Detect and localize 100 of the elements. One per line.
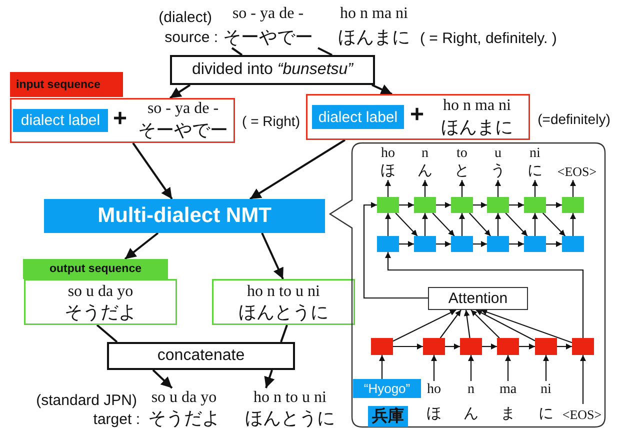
romaji-text: so - ya de - [231, 4, 305, 24]
token-kana: ほ [380, 163, 396, 180]
romaji-text: so u da yo [150, 388, 218, 407]
arrow [399, 202, 414, 208]
state-square [572, 338, 594, 355]
arrow [470, 310, 500, 338]
state-square [562, 236, 584, 252]
arrow [482, 344, 497, 350]
annotation-text: (dialect) [158, 8, 212, 28]
model-box: Multi-dialect NMT [44, 199, 325, 233]
arrow [399, 241, 414, 247]
token-romaji: ho [380, 146, 396, 162]
token-romaji: ni [528, 146, 542, 162]
arrow [422, 180, 428, 197]
gloss-text: (=definitely) [536, 110, 612, 129]
arrow [473, 202, 487, 208]
state-square [535, 338, 557, 355]
arrow [509, 202, 524, 208]
arrow [519, 344, 535, 350]
token-romaji: to [456, 146, 468, 162]
token-romaji: u [494, 146, 502, 162]
arrow [464, 310, 470, 338]
arrow [132, 142, 173, 200]
arrow [169, 84, 191, 99]
arrow [469, 212, 491, 236]
process-box: concatenate [107, 342, 295, 370]
arrow [372, 84, 392, 95]
arrow [459, 213, 465, 236]
arrow [473, 241, 487, 247]
attention-box: Attention [428, 287, 528, 310]
token-kana: に [526, 163, 544, 180]
annotation-text: (standard JPN) [35, 390, 137, 410]
connector-line [318, 47, 332, 56]
arrow [580, 355, 586, 404]
romaji-text: so - ya de - [146, 99, 220, 119]
state-square [423, 338, 445, 355]
kana-text: ほんとうに [238, 301, 330, 323]
token-kana: ん [416, 163, 434, 180]
annotation-text: source : [164, 28, 218, 48]
token-romaji: n [420, 146, 430, 162]
plus-sign: + [408, 100, 425, 130]
state-square [524, 236, 546, 252]
arrow [440, 310, 462, 338]
arrow [445, 344, 460, 350]
eos-token: <EOS> [556, 162, 598, 180]
arrow [436, 241, 451, 247]
arrow [476, 310, 536, 342]
state-square [487, 197, 509, 213]
arrow [395, 212, 418, 236]
arrow [480, 309, 572, 344]
arrow [532, 180, 538, 197]
arrow [509, 241, 524, 247]
dialect-label: dialect label [13, 109, 108, 132]
plus-sign: + [112, 104, 128, 134]
eos-token: <EOS> [561, 406, 603, 424]
arrow [532, 213, 538, 236]
kana-text: そーやでー [137, 119, 229, 142]
arrow [385, 180, 391, 197]
arrow [495, 180, 501, 197]
arrow [436, 202, 451, 208]
state-square [414, 197, 436, 213]
arrow [543, 355, 549, 381]
sequence-tab: input sequence [10, 72, 123, 97]
arrow [392, 310, 456, 342]
token-kana: う [490, 163, 506, 180]
state-square [562, 197, 584, 213]
arrow [393, 344, 423, 350]
input-box [306, 94, 530, 140]
state-square [524, 197, 546, 213]
arrow [468, 355, 474, 381]
arrow [432, 212, 455, 236]
token-kana: ま [500, 404, 516, 424]
romaji-text: ho n to u ni [252, 388, 328, 407]
arrow [249, 139, 346, 200]
token-kana: と [454, 163, 470, 180]
annotation-text: ( = Right, definitely. ) [420, 29, 558, 49]
state-square [460, 338, 482, 355]
gloss-text: ( = Right) [241, 112, 301, 131]
romaji-text: ho n ma ni [339, 4, 409, 24]
arrow [261, 232, 284, 280]
arrow [459, 180, 465, 197]
romaji-text: ho n to u ni [246, 282, 321, 302]
token-kana: ん [462, 404, 480, 424]
arrow [542, 212, 566, 236]
token-romaji: ma [498, 381, 518, 398]
state-square [497, 338, 519, 355]
dialect-tag: “Hyogo” [353, 379, 421, 398]
connector-line [280, 324, 288, 342]
arrow [495, 213, 501, 236]
romaji-text: ho n ma ni [442, 96, 512, 116]
arrow [570, 213, 576, 236]
state-square [371, 338, 393, 355]
kana-text: ほんまに [440, 116, 514, 139]
arrow [546, 241, 562, 247]
state-square [414, 236, 436, 252]
token-romaji: ho [426, 381, 442, 398]
arrow [431, 355, 437, 381]
token-romaji: n [466, 381, 476, 398]
annotation-text: target : [92, 410, 140, 429]
token-kana: ほ [426, 404, 442, 424]
